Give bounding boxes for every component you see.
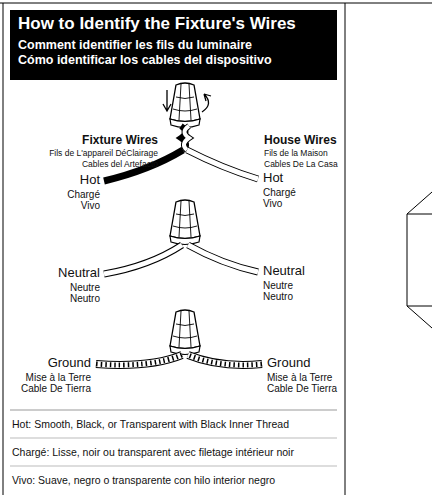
wire-label: Ground [267,356,310,371]
heading: How to Identify the Fixture's Wires [18,14,329,34]
wire-nut [170,310,200,355]
description-note: Vivo: Suave, negro o transparente con hi… [12,474,275,486]
frame-line [3,3,4,495]
wire-label: Neutral [263,264,305,279]
column-subheading: Cables del Artefacto [82,160,158,170]
wire-label-translation: Neutro [70,293,100,305]
column-subheading: Cables De La Casa [264,160,338,170]
separator [10,438,337,439]
wire-label-translation: Mise à la Terre [26,372,91,384]
column-subheading: Fils de L'appareil DéClairage [49,149,158,159]
wire-label-translation: Chargé [263,187,296,199]
description-note: Chargé: Lisse, noir ou transparent avec … [12,446,294,458]
wire-label-translation: Cable De Tierra [267,383,337,395]
wire-label: Ground [48,356,91,371]
box-outline [407,192,432,328]
separator [10,410,337,411]
wire-label-translation: Vivo [81,200,100,212]
column-subheading: Fils de la Maison [264,149,328,159]
wire-label-translation: Neutre [263,280,293,292]
column-heading: Fixture Wires [82,134,158,148]
wire-nut [170,83,200,128]
wire-label-translation: Cable De Tierra [21,383,91,395]
twist-arrow [202,94,211,112]
wire-label-translation: Vivo [263,198,282,210]
frame-line [345,3,346,495]
wire-label: Neutral [58,266,100,281]
wire-label: Hot [80,173,100,188]
hot-wire [187,150,258,179]
title-band: How to Identify the Fixture's WiresComme… [10,10,337,80]
separator [10,466,337,467]
wire-label-translation: Chargé [67,189,100,201]
wire-label: Hot [263,171,283,186]
ground-wire [96,355,182,365]
column-heading: House Wires [264,134,337,148]
ground-wire [188,355,262,365]
subheading: Cómo identificar los cables del disposit… [18,53,329,68]
wire-label-translation: Mise à la Terre [267,372,332,384]
twist-arrow [163,90,171,111]
wire-nut [170,200,200,245]
description-note: Hot: Smooth, Black, or Transparent with … [12,418,289,430]
neutral-wire [188,245,258,272]
wire-label-translation: Neutre [70,282,100,294]
frame-line [0,3,432,4]
wire-label-translation: Neutro [263,291,293,303]
subheading: Comment identifier les fils du luminaire [18,38,329,53]
neutral-wire [104,245,182,274]
